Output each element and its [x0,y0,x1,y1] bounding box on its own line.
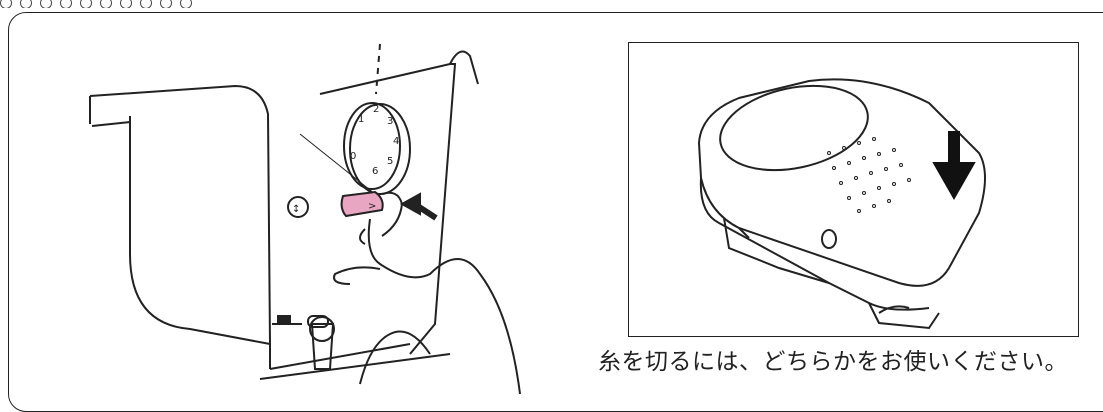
partial-mark-icon [20,0,32,8]
thread-cutter-button [340,190,384,218]
svg-text:5: 5 [387,156,393,167]
svg-text:3: 3 [387,116,393,127]
partial-mark-icon [120,0,132,8]
top-partial-row [0,0,700,8]
partial-mark-icon [140,0,152,8]
partial-mark-icon [60,0,72,8]
partial-mark-icon [40,0,52,8]
svg-text:4: 4 [393,136,399,147]
svg-text:↕: ↕ [292,204,300,215]
svg-text:6: 6 [372,166,378,177]
partial-mark-icon [180,0,192,8]
caption-text: 糸を切るには、どちらかをお使いください。 [598,349,1068,375]
partial-mark-icon [160,0,172,8]
partial-mark-icon [0,0,12,8]
thread-cutter-illustration: 2 3 1 4 5 6 0 ↕ > [30,24,550,394]
svg-text:2: 2 [373,104,379,115]
partial-mark-icon [100,0,112,8]
foot-controller-panel [628,42,1079,337]
foot-controller-icon [697,78,986,330]
svg-text:1: 1 [358,114,364,125]
machine-body-outline [89,84,271,345]
stitch-dial-icon: 2 3 1 4 5 6 0 [343,102,411,195]
partial-mark-icon [80,0,92,8]
svg-text:>: > [368,201,376,212]
reverse-button-icon [287,196,309,218]
svg-text:0: 0 [350,151,356,162]
